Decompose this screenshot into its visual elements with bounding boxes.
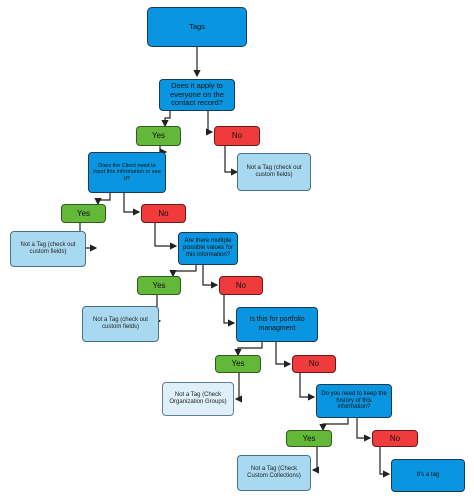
node-question-everyone: Does it apply to everyone on the contact… xyxy=(159,79,235,111)
connector-no4-to-q5 xyxy=(299,373,316,401)
connector-no2-to-q3 xyxy=(154,223,178,250)
node-not-tag-custom-1: Not a Tag (check out custom fields) xyxy=(237,153,311,191)
connector-q5-to-no5 xyxy=(356,418,372,442)
node-not-tag-groups: Not a Tag (Check Organization Groups) xyxy=(162,382,234,416)
node-no-1: No xyxy=(214,126,260,146)
node-yes-5: Yes xyxy=(286,430,332,447)
connector-q3-to-no3 xyxy=(202,265,219,289)
connector-no1-to-result xyxy=(224,146,239,176)
node-no-3: No xyxy=(219,276,263,295)
connector-yes5-to-result xyxy=(311,447,319,474)
connector-q2-to-no2 xyxy=(123,193,141,216)
node-question-multiple: Are there multiple possible values for t… xyxy=(178,232,238,265)
connector-q1-to-yes1 xyxy=(161,111,171,128)
node-yes-4: Yes xyxy=(215,355,261,373)
connector-q4-to-no4 xyxy=(275,342,292,368)
node-question-portfolio: Is this for portfolio managment xyxy=(236,307,318,342)
connector-no3-to-q4 xyxy=(223,295,236,327)
node-no-2: No xyxy=(141,204,186,223)
node-yes-3: Yes xyxy=(137,276,181,295)
node-not-tag-custom-2: Not a Tag (check out custom fields) xyxy=(10,231,86,267)
connector-q4-to-yes4 xyxy=(234,342,263,357)
node-not-tag-custom-3: Not a Tag (check out custom fields) xyxy=(82,306,159,342)
node-its-a-tag: It's a tag xyxy=(391,459,465,492)
node-tags: Tags xyxy=(147,7,247,47)
connector-q5-to-yes5 xyxy=(319,418,349,432)
connector-q2-to-yes2 xyxy=(94,193,111,206)
node-not-tag-collections: Not a Tag (Check Custom Collections) xyxy=(237,455,311,491)
connector-yes4-to-result xyxy=(234,373,242,403)
connector-q1-to-no1 xyxy=(206,111,214,136)
node-no-4: No xyxy=(292,355,336,373)
node-question-client-input: Does the Client need to input this infor… xyxy=(88,152,166,193)
node-yes-2: Yes xyxy=(61,204,106,223)
node-question-history: Do you need to keep the history of this … xyxy=(316,384,392,418)
connector-q3-to-yes3 xyxy=(169,265,197,278)
node-no-5: No xyxy=(372,430,418,447)
connector-no5-to-tag xyxy=(379,447,391,478)
node-yes-1: Yes xyxy=(136,126,181,146)
